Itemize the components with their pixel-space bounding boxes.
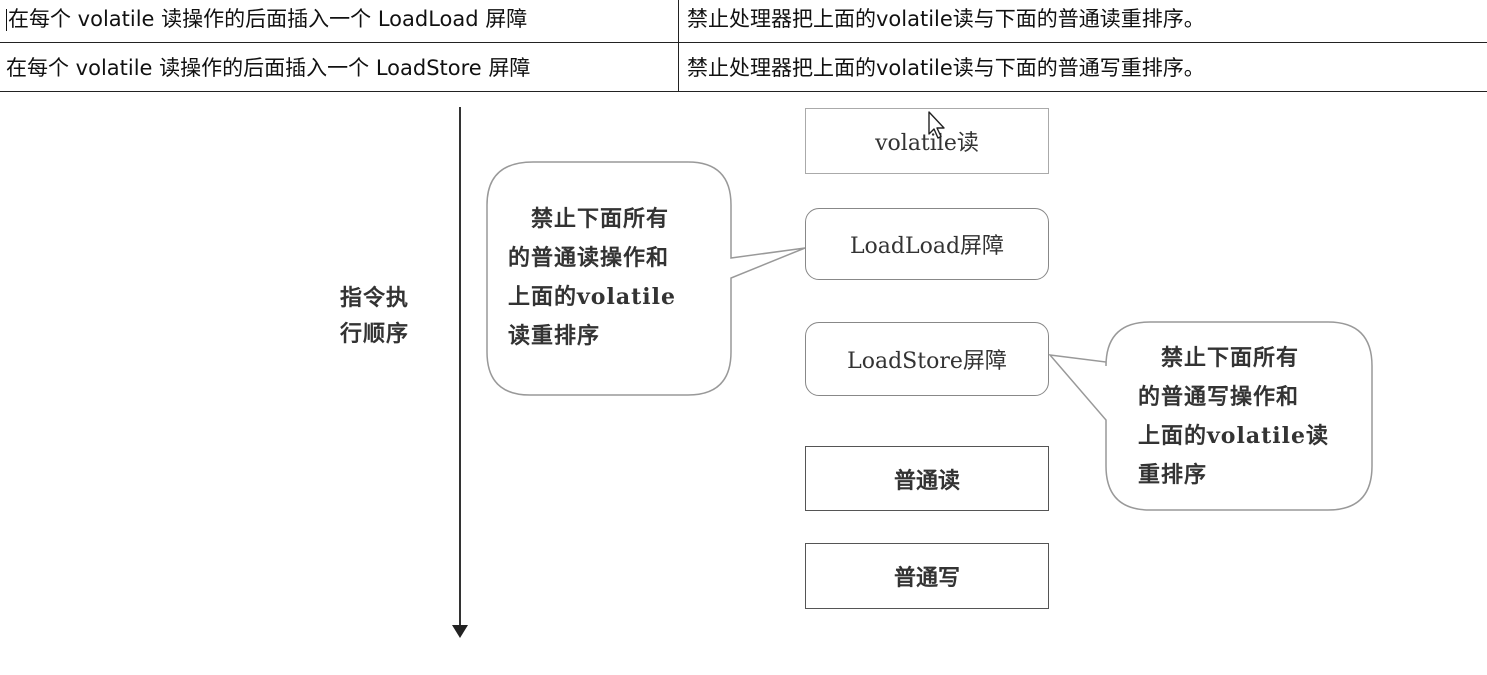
callout-line: 读重排序 [508,323,601,349]
box-label: LoadLoad屏障 [849,234,1005,259]
left-callout-text: 禁止下面所有 的普通读操作和 上面的volatile 读重排序 [508,200,718,356]
normal-write-box: 普通写 [805,543,1049,609]
callout-line: 的普通写操作和 [1138,384,1300,410]
right-callout-text: 禁止下面所有 的普通写操作和 上面的volatile读 重排序 [1138,339,1358,495]
box-label: 普通读 [893,467,960,494]
table-row: 在每个 volatile 读操作的后面插入一个 LoadLoad 屏障 禁止处理… [0,0,1487,43]
normal-read-box: 普通读 [805,446,1049,511]
callout-line: 重排序 [1138,462,1208,488]
cell-text: 禁止处理器把上面的volatile读与下面的普通读重排序。 [687,7,1205,31]
loadstore-barrier-box: LoadStore屏障 [805,322,1049,396]
cell-text: 禁止处理器把上面的volatile读与下面的普通写重排序。 [687,56,1205,80]
text-cursor-icon [6,9,7,31]
loadload-barrier-box: LoadLoad屏障 [805,208,1049,280]
table-cell-barrier-insert: 在每个 volatile 读操作的后面插入一个 LoadLoad 屏障 [0,0,679,43]
box-label: volatile读 [875,131,979,156]
callout-line: 上面的volatile读 [1138,423,1329,449]
table-row: 在每个 volatile 读操作的后面插入一个 LoadStore 屏障 禁止处… [0,42,1487,92]
box-label: 普通写 [893,565,960,591]
volatile-read-box: volatile读 [805,108,1049,174]
callout-line: 上面的volatile [508,284,676,310]
instruction-order-label: 指令执 行顺序 [340,280,440,352]
cell-text: 在每个 volatile 读操作的后面插入一个 LoadLoad 屏障 [8,7,528,31]
order-label-line: 指令执 [340,285,410,311]
mouse-pointer-icon [928,111,945,139]
callout-line: 禁止下面所有 [1138,345,1300,371]
table-cell-barrier-insert: 在每个 volatile 读操作的后面插入一个 LoadStore 屏障 [0,42,679,92]
table-cell-barrier-effect: 禁止处理器把上面的volatile读与下面的普通读重排序。 [678,0,1487,43]
arrow-down-icon [452,625,468,638]
callout-line: 的普通读操作和 [508,245,670,271]
callout-line: 禁止下面所有 [508,206,670,232]
order-axis-line [459,107,461,627]
volatile-barrier-table: 在每个 volatile 读操作的后面插入一个 LoadLoad 屏障 禁止处理… [0,0,1487,92]
order-label-line: 行顺序 [340,321,410,347]
cell-text: 在每个 volatile 读操作的后面插入一个 LoadStore 屏障 [6,56,531,80]
box-label: LoadStore屏障 [847,349,1007,374]
table-cell-barrier-effect: 禁止处理器把上面的volatile读与下面的普通写重排序。 [678,42,1487,92]
